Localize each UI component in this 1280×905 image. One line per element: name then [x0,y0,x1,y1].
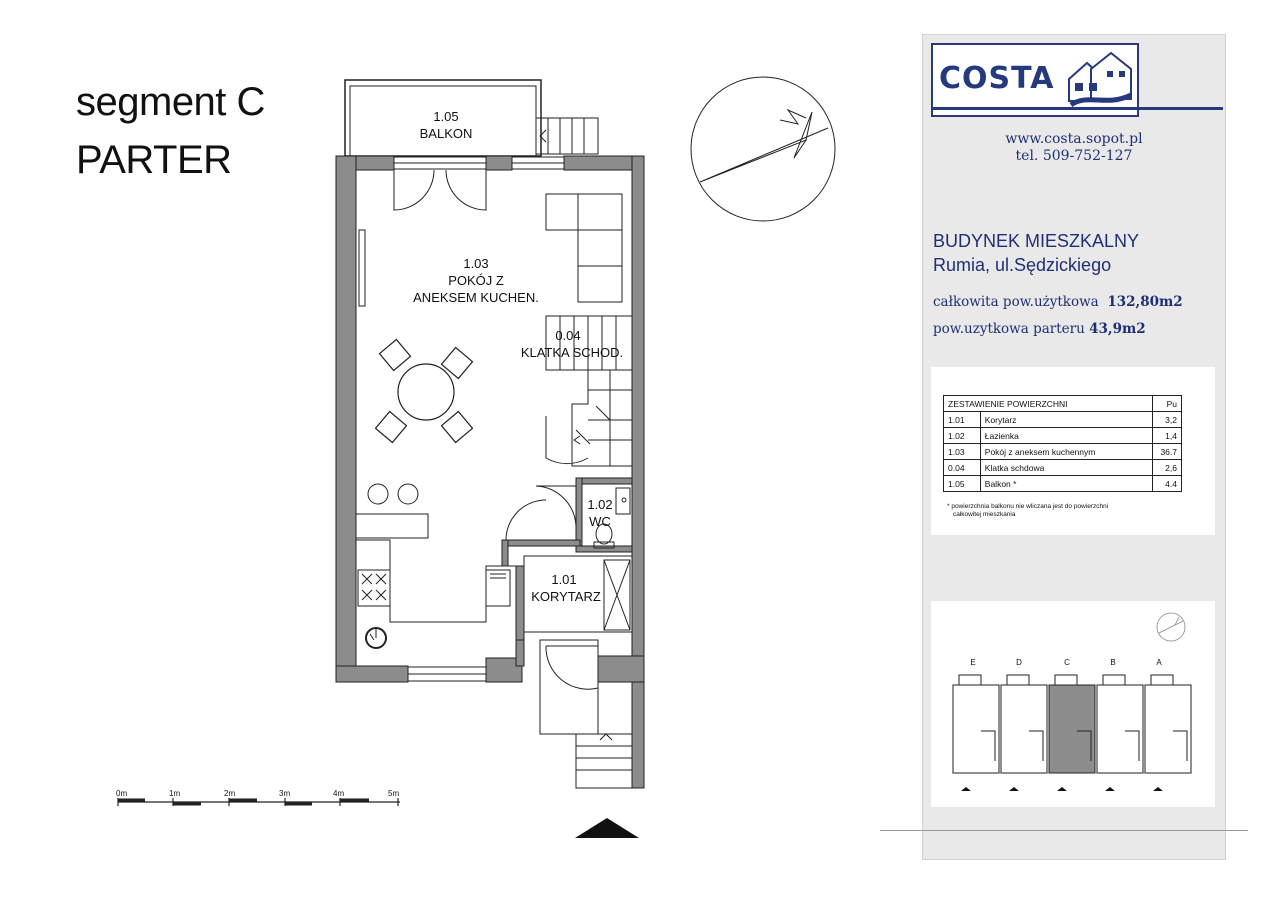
wardrobe [523,555,633,633]
site-plan-box: E D C B A [931,601,1215,807]
row-name: Klatka schdowa [979,459,1154,476]
table-row: 0.04 Klatka schdowa 2,6 [943,459,1182,476]
info-panel: COSTA www.costa.sopot.pl tel. 509-752-12… [922,34,1226,860]
phone-number: tel. 509-752-127 [1015,148,1133,164]
room-wc-name: WC [589,514,611,529]
dining-table [374,338,474,444]
row-no: 1.01 [943,411,981,428]
table-row: 1.03 Pokój z aneksem kuchennym 36.7 [943,443,1182,460]
row-value: 3,2 [1152,411,1182,428]
scale-label-1: 1m [169,789,180,798]
kitchen-island [355,483,429,539]
bottom-divider [880,830,1248,831]
area-ground-label: pow.uzytkowa parteru [933,321,1085,337]
area-table-box: ZESTAWIENIE POWIERZCHNI Pu 1.01 Korytarz… [931,367,1215,535]
windows [358,156,565,682]
entrance-arrow-icon [575,818,639,838]
table-header-row: ZESTAWIENIE POWIERZCHNI Pu [943,395,1182,412]
row-no: 1.05 [943,475,981,492]
scale-label-0: 0m [116,789,127,798]
area-total: całkowita pow.użytkowa 132,80m2 [933,294,1183,310]
row-name: Pokój z aneksem kuchennym [979,443,1154,460]
room-balkon-number: 1.05 [433,109,458,124]
scale-label-5: 5m [388,789,399,798]
compass-icon [690,76,836,222]
segment-label-c: C [1064,658,1070,667]
scale-bar [117,798,400,806]
footnote-line-1: * powierzchnia balkonu nie wliczana jest… [947,503,1109,510]
walls [335,155,645,789]
room-klatka-name: KLATKA SCHOD. [521,345,623,360]
segment-label-e: E [970,658,975,667]
mini-compass-icon [1156,612,1186,642]
area-ground: pow.uzytkowa parteru 43,9m2 [933,321,1146,337]
scale-label-3: 3m [279,789,290,798]
mini-segments [952,674,1192,774]
interior-walls [501,477,633,641]
row-no: 1.02 [943,427,981,444]
brand-name: COSTA [939,61,1055,96]
room-klatka-number: 0.04 [555,328,580,343]
site-plan: E D C B A [952,612,1192,791]
table-row: 1.02 Łazienka 1,4 [943,427,1182,444]
logo-underline [931,107,1223,110]
segment-label-d: D [1016,658,1022,667]
table-title: ZESTAWIENIE POWIERZCHNI [943,395,1153,412]
footnote-line-2: całkowitej mieszkania [953,511,1016,518]
room-wc-number: 1.02 [587,497,612,512]
house-logo-icon [1068,51,1133,108]
room-korytarz-number: 1.01 [551,572,576,587]
scale-label-2: 2m [224,789,235,798]
floor-title: PARTER [76,138,232,182]
row-name-text: Balkon [984,478,1011,489]
balcony-doors [393,169,487,211]
staircase [545,315,633,467]
floor-plan: 0m 1m 2m 3m 4m 5m 1.05 BALKON 1.03 POKÓJ… [116,76,836,838]
segment-label-b: B [1110,658,1115,667]
row-value: 1,4 [1152,427,1182,444]
entrance [539,639,633,789]
area-total-value: 132,80m2 [1107,294,1183,310]
costa-logo: COSTA [931,43,1139,117]
table-row: 1.01 Korytarz 3,2 [943,411,1182,428]
segment-label-a: A [1156,658,1162,667]
area-ground-value: 43,9m2 [1089,321,1146,337]
area-footnote: * powierzchnia balkonu nie wliczana jest… [947,503,1187,519]
row-no: 1.03 [943,443,981,460]
table-row: 1.05 Balkon * 4.4 [943,475,1182,492]
row-value: 4.4 [1152,475,1182,492]
table-unit-header: Pu [1152,395,1182,412]
kitchen-counter [356,539,516,649]
balcony-steps [535,117,599,155]
room-korytarz-name: KORYTARZ [531,589,601,604]
row-name: Łazienka [979,427,1154,444]
mini-entrance-arrows [961,787,1163,791]
sofa [545,193,623,303]
segment-title: segment C [76,80,265,124]
area-total-label: całkowita pow.użytkowa [933,294,1099,310]
row-name: Korytarz [979,411,1154,428]
room-pokoj-name-2: ANEKSEM KUCHEN. [413,290,539,305]
room-pokoj-number: 1.03 [463,256,488,271]
website-link[interactable]: www.costa.sopot.pl [1005,131,1143,147]
row-value: 36.7 [1152,443,1182,460]
building-type: BUDYNEK MIESZKALNY [933,231,1140,251]
row-value: 2,6 [1152,459,1182,476]
wc-fixtures [505,485,631,549]
row-no: 0.04 [943,459,981,476]
room-pokoj-name-1: POKÓJ Z [448,273,504,288]
scale-label-4: 4m [333,789,344,798]
room-balkon-name: BALKON [420,126,473,141]
area-table: ZESTAWIENIE POWIERZCHNI Pu 1.01 Korytarz… [943,395,1182,492]
row-name: Balkon * [979,475,1154,492]
building-address: Rumia, ul.Sędzickiego [933,255,1112,275]
